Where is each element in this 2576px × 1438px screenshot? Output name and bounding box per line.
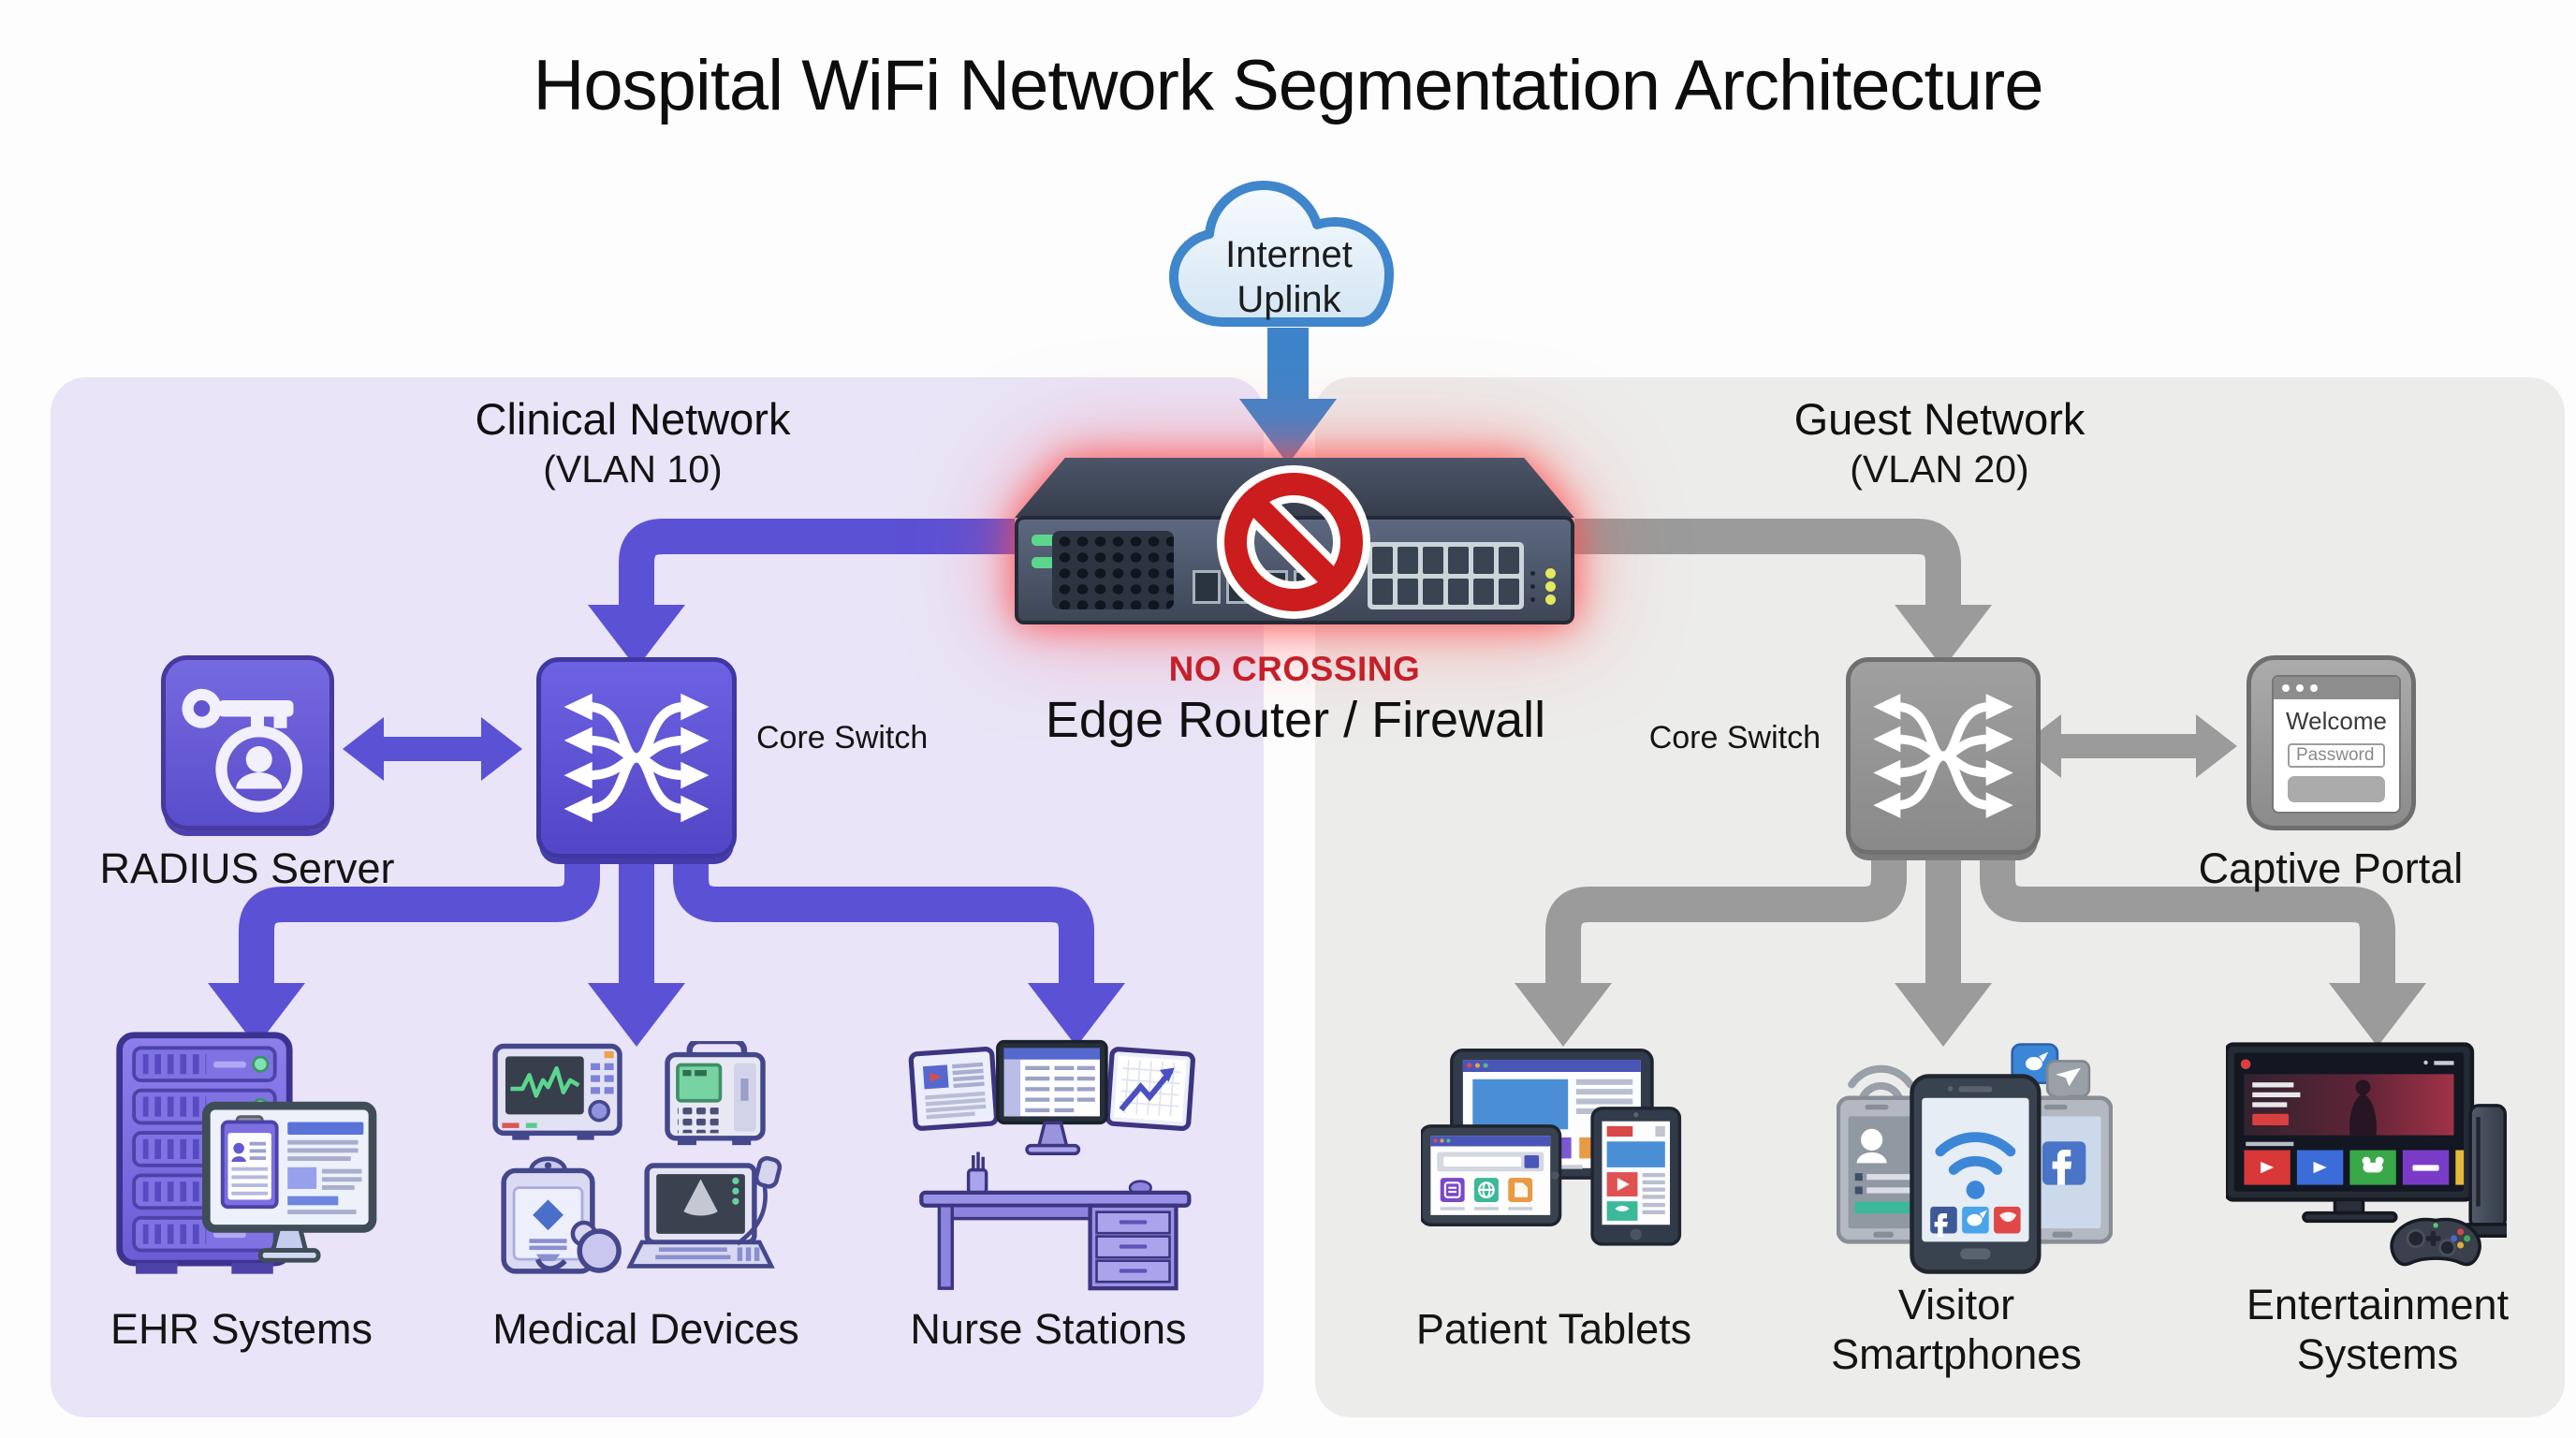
radius-server-node xyxy=(161,655,334,830)
guest-core-switch-label: Core Switch xyxy=(1648,720,1821,756)
edge-router-label: Edge Router / Firewall xyxy=(1045,692,1546,748)
router-port xyxy=(1193,570,1221,604)
clinical-network-title: Clinical Network xyxy=(475,394,791,444)
internet-uplink-label: Internet Uplink xyxy=(1225,234,1353,320)
endpoint-label: Visitor Smartphones xyxy=(1831,1280,2082,1378)
page-title: Hospital WiFi Network Segmentation Archi… xyxy=(533,46,2044,125)
medical-devices-icon xyxy=(492,1041,783,1274)
portal-password-input: Password xyxy=(2288,743,2385,768)
clinical-uplink-connector xyxy=(588,519,1015,668)
patient-tablets-icon xyxy=(1421,1048,1682,1246)
endpoint-label: EHR Systems xyxy=(110,1305,373,1354)
switch-portal-double-arrow xyxy=(2020,714,2237,778)
key-user-icon xyxy=(182,688,303,813)
radius-server-label: RADIUS Server xyxy=(99,844,395,892)
switch-icon xyxy=(1873,694,2013,818)
entertainment-systems-icon xyxy=(2226,1042,2507,1267)
captive-portal-window: Welcome Password xyxy=(2272,675,2401,814)
internet-cloud-icon xyxy=(1169,181,1394,327)
no-crossing-label: NO CROSSING xyxy=(1168,650,1421,688)
no-crossing-prohibition-icon xyxy=(1217,465,1370,619)
clinical-branch-arrows xyxy=(208,855,1125,1047)
clinical-core-switch-label: Core Switch xyxy=(756,720,929,756)
browser-titlebar xyxy=(2274,677,2399,699)
router-activity-led xyxy=(1545,568,1556,579)
router-vent-grid xyxy=(1052,531,1174,609)
router-activity-led xyxy=(1545,594,1556,605)
guest-uplink-connector xyxy=(1574,519,1992,668)
endpoint-label: Entertainment Systems xyxy=(2246,1280,2510,1378)
guest-network-title: Guest Network xyxy=(1793,394,2086,444)
nurse-stations-icon xyxy=(908,1039,1195,1291)
endpoint-label: Nurse Stations xyxy=(910,1305,1187,1354)
endpoint-label: Patient Tablets xyxy=(1415,1305,1692,1354)
guest-core-switch xyxy=(1846,657,2041,855)
radius-switch-double-arrow xyxy=(343,717,522,781)
captive-portal-node: Welcome Password xyxy=(2247,655,2416,830)
ehr-systems-icon xyxy=(116,1032,377,1274)
uplink-arrow xyxy=(1239,328,1337,464)
portal-welcome-text: Welcome xyxy=(2286,707,2387,735)
captive-portal-label: Captive Portal xyxy=(2198,844,2464,892)
guest-vlan-label: (VLAN 20) xyxy=(1850,448,2029,491)
visitor-smartphones-icon xyxy=(1837,1043,2113,1274)
endpoint-label: Medical Devices xyxy=(492,1305,799,1354)
router-activity-led xyxy=(1545,581,1556,592)
router-port-grid xyxy=(1368,542,1524,609)
clinical-vlan-label: (VLAN 10) xyxy=(543,448,723,491)
portal-submit-button xyxy=(2288,776,2385,802)
switch-icon xyxy=(564,693,710,823)
guest-branch-arrows xyxy=(1515,855,2426,1047)
clinical-core-switch xyxy=(536,657,737,858)
